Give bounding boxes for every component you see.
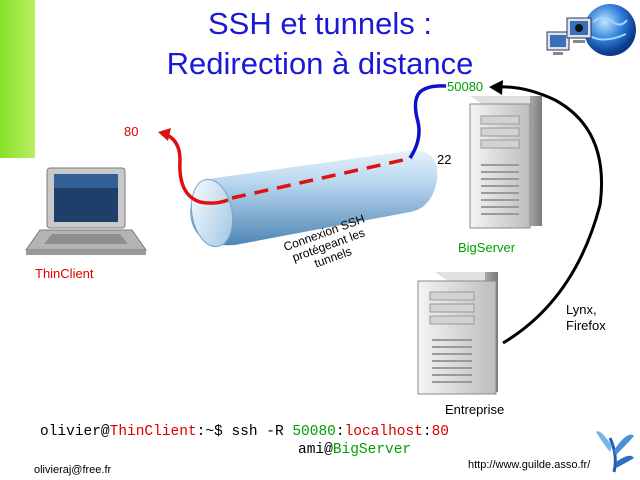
slide-title-line2: Redirection à distance (166, 46, 474, 81)
footer-email: olivieraj@free.fr (34, 464, 112, 476)
green-accent-bar (0, 0, 35, 158)
port-50080-label: 50080 (447, 79, 484, 94)
red-arrowhead (158, 128, 171, 141)
footer-url: http://www.guilde.asso.fr/ (468, 459, 591, 471)
cmd-local-port: 80 (431, 424, 450, 440)
black-curved-arrow (499, 85, 604, 345)
red-tunnel-line (164, 132, 229, 205)
bigserver-tower-icon (469, 96, 542, 229)
ssh-tube (190, 150, 438, 248)
cmd-user2: ami (298, 442, 325, 458)
lynx-label: Lynx, (566, 302, 597, 317)
guilde-logo-icon (596, 431, 634, 473)
port-80-label: 80 (124, 124, 139, 139)
cmd-at: @ (100, 424, 110, 440)
thinclient-label: ThinClient (35, 266, 94, 281)
thinclient-laptop-icon (25, 167, 147, 255)
firefox-label: Firefox (566, 318, 606, 333)
cmd-host: ThinClient (109, 424, 197, 440)
ssh-command-line1: olivier@ThinClient:~$ ssh -R 50080:local… (40, 424, 449, 440)
entreprise-tower-icon (417, 272, 498, 395)
cmd-user: olivier (40, 424, 101, 440)
cmd-colon1: : (335, 424, 345, 440)
slide-title-line1: SSH et tunnels : (207, 6, 432, 41)
port-22-label: 22 (437, 152, 452, 167)
cmd-server: BigServer (332, 442, 412, 458)
cmd-dest: localhost (344, 424, 423, 440)
ssh-command-line2: ami@BigServer (298, 442, 411, 458)
entreprise-label: Entreprise (445, 402, 505, 417)
red-dashed-line (231, 156, 413, 200)
black-arrowhead (489, 80, 503, 95)
cmd-remote-port: 50080 (292, 424, 336, 440)
bigserver-label: BigServer (458, 240, 516, 255)
network-globe-icon (546, 4, 636, 56)
cmd-at2: @ (324, 442, 333, 458)
blue-tunnel-line (408, 84, 447, 159)
cmd-colon2: : (422, 424, 432, 440)
cmd-prompt: :~$ ssh -R (196, 424, 293, 440)
